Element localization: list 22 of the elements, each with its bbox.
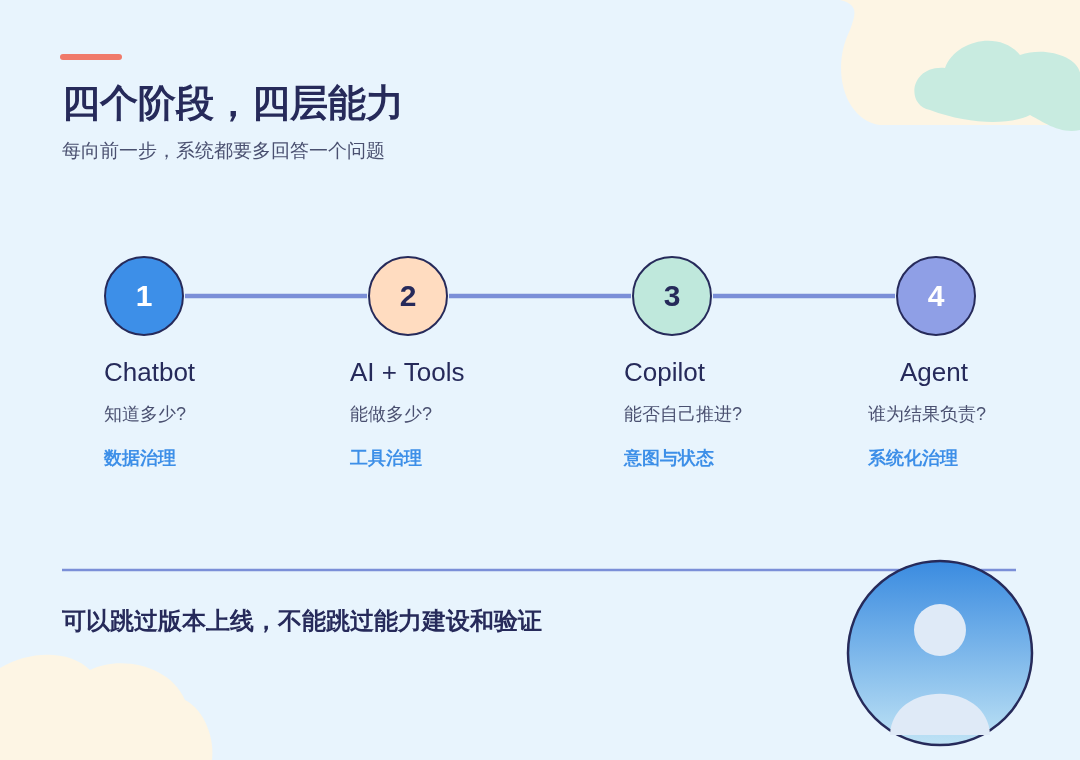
step-number: 1	[135, 279, 153, 313]
step-number: 2	[399, 279, 417, 313]
stage-question: 知道多少?	[104, 403, 186, 426]
stage-question: 能做多少?	[350, 403, 432, 426]
stage-question: 谁为结果负责?	[868, 403, 986, 426]
stage-name: Agent	[900, 357, 968, 388]
connector-line	[713, 293, 895, 299]
stage-focus: 意图与状态	[624, 447, 714, 470]
stage-name: AI + Tools	[350, 357, 465, 388]
connector-line	[449, 293, 631, 299]
step-number: 4	[927, 279, 945, 313]
title: 四个阶段，四层能力	[62, 81, 404, 126]
footer-note: 可以跳过版本上线，不能跳过能力建设和验证	[62, 606, 542, 636]
stage-name: Copilot	[624, 357, 705, 388]
stage-name: Chatbot	[104, 357, 196, 388]
stage-focus: 系统化治理	[868, 447, 958, 470]
step-number: 3	[663, 279, 681, 313]
stage-focus: 数据治理	[104, 447, 176, 470]
stage-question: 能否自己推进?	[624, 403, 742, 426]
stage-focus: 工具治理	[350, 447, 422, 470]
subtitle: 每向前一步，系统都要多回答一个问题	[62, 139, 385, 163]
connector-line	[185, 293, 367, 299]
